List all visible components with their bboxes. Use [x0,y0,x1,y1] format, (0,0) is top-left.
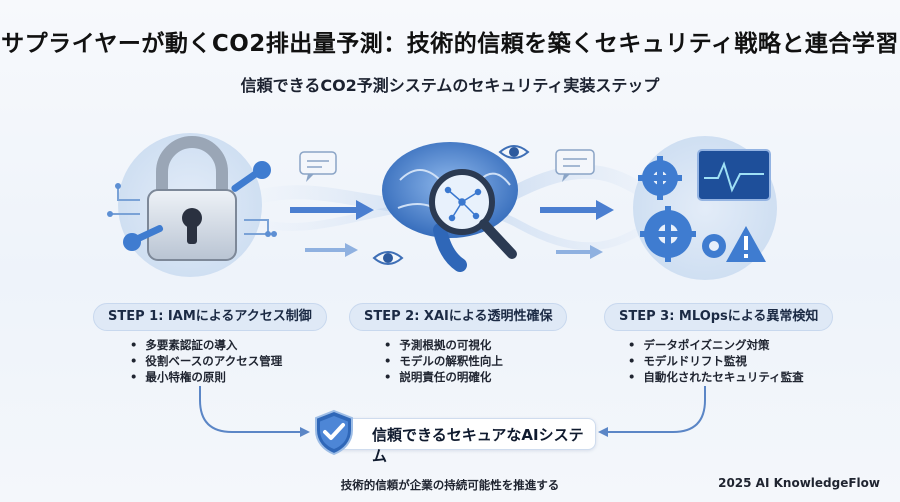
footer-tagline: 技術的信頼が企業の持続可能性を推進する [340,478,560,492]
footer-credit: 2025 AI KnowledgeFlow [718,476,880,490]
list-item: 最小特権の原則 [130,369,282,385]
list-item: 役割ベースのアクセス管理 [130,353,282,369]
gears-monitor-icon [633,136,777,280]
convergence-arrows [199,386,706,437]
arrow-step2-to-step3 [540,200,614,259]
eye-icon [498,145,530,159]
brain-magnifier-icon [382,142,518,272]
list-item: 多要素認証の導入 [130,337,282,353]
shield-check-icon [315,409,353,456]
result-badge: 信頼できるセキュアなAIシステム [304,408,596,465]
chat-bubble-icon [555,149,595,182]
step-2-list: 予測根拠の可視化 モデルの解釈性向上 説明責任の明確化 [384,337,503,385]
list-item: データポイズニング対策 [628,337,804,353]
step-3-list: データポイズニング対策 モデルドリフト監視 自動化されたセキュリティ監査 [628,337,804,385]
step-3-label: STEP 3: MLOpsによる異常検知 [604,303,834,331]
step-1-label: STEP 1: IAMによるアクセス制御 [93,303,327,331]
page-subtitle: 信頼できるCO2予測システムのセキュリティ実装ステップ [240,76,660,95]
list-item: モデルの解釈性向上 [384,353,503,369]
arrow-step1-to-step2 [290,200,374,257]
step-1-list: 多要素認証の導入 役割ベースのアクセス管理 最小特権の原則 [130,337,282,385]
step-2-label: STEP 2: XAIによる透明性確保 [349,303,568,331]
eye-icon [372,251,404,265]
lock-icon [107,133,277,277]
list-item: 予測根拠の可視化 [384,337,503,353]
list-item: 自動化されたセキュリティ監査 [628,369,803,385]
result-box [332,418,596,450]
page-title: サプライヤーが動くCO2排出量予測：技術的信頼を築くセキュリティ戦略と連合学習 [1,31,899,57]
result-label: 信頼できるセキュアなAIシステム [372,426,584,465]
list-item: 説明責任の明確化 [384,369,503,385]
illustration-stage [107,133,777,280]
chat-bubble-icon [299,151,337,182]
list-item: モデルドリフト監視 [628,353,804,369]
